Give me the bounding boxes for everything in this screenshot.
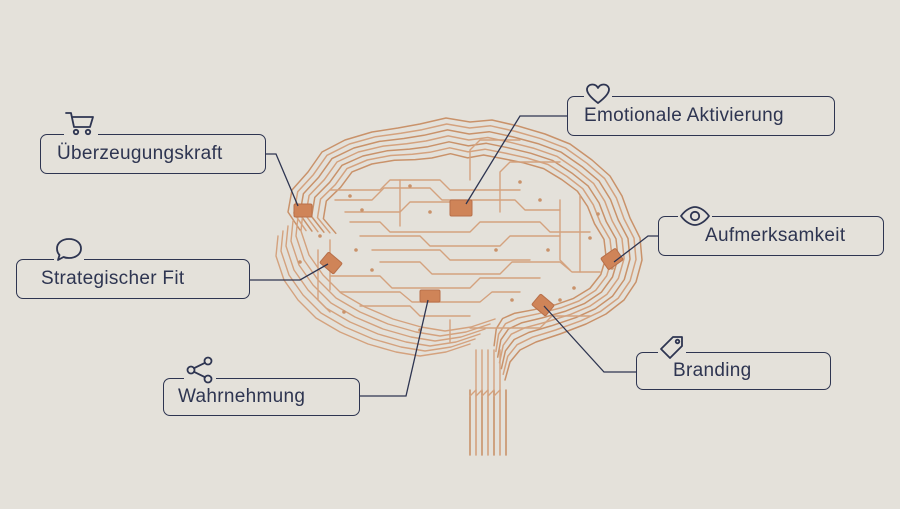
- shopping-cart-icon: [64, 110, 98, 138]
- connector-branding: [543, 305, 636, 373]
- circuit-lane: [317, 249, 331, 313]
- circuit-lane: [329, 275, 541, 289]
- circuit-node: [342, 310, 346, 314]
- circuit-node: [354, 248, 358, 252]
- circuit-node: [370, 268, 374, 272]
- brain-lobe-trace: [285, 225, 481, 347]
- circuit-lane: [559, 199, 571, 271]
- circuit-node: [408, 184, 412, 188]
- tag-icon: [658, 334, 686, 360]
- connector-wahrnehmung: [360, 299, 429, 397]
- chip-aufmerksamkeit: [600, 248, 624, 270]
- circuit-node: [428, 210, 432, 214]
- connector-ueberzeugungskraft: [266, 153, 299, 207]
- brain-contour-trace: [310, 141, 619, 358]
- circuit-lane: [344, 201, 461, 213]
- brain-lobe-trace: [280, 230, 476, 352]
- circuit-lane: [329, 179, 521, 191]
- label-aufmerksamkeit[interactable]: Aufmerksamkeit: [658, 216, 884, 256]
- circuit-lane: [499, 161, 561, 213]
- brain-stem-trace: [487, 349, 495, 397]
- brain-stem-trace: [481, 349, 489, 397]
- brain-lobe-trace: [290, 220, 486, 342]
- brain-contour-trace: [293, 123, 637, 376]
- circuit-lane: [371, 249, 531, 261]
- label-ueberzeugungskraft-text: Überzeugungskraft: [57, 143, 223, 164]
- brain-stem-trace: [493, 349, 501, 397]
- heart-icon: [584, 82, 612, 106]
- circuit-lane: [469, 139, 521, 181]
- circuit-lane: [349, 221, 591, 233]
- circuit-node: [572, 286, 576, 290]
- chip-wahrnehmung: [419, 289, 441, 303]
- label-branding[interactable]: Branding: [636, 352, 831, 390]
- label-strategischer-fit[interactable]: Strategischer Fit: [16, 259, 250, 299]
- speech-bubble-icon: [54, 236, 84, 264]
- circuit-node: [318, 234, 322, 238]
- circuit-node: [494, 248, 498, 252]
- chip-strategischer-fit: [319, 251, 343, 275]
- brain-stem-trace: [475, 349, 483, 397]
- circuit-lane: [469, 315, 591, 329]
- share-nodes-icon: [184, 356, 216, 384]
- brain-contour-trace: [316, 147, 613, 353]
- circuit-node: [298, 260, 302, 264]
- circuit-lane: [359, 305, 471, 317]
- chip-ueberzeugungskraft: [293, 203, 313, 218]
- label-wahrnehmung[interactable]: Wahrnehmung: [163, 378, 360, 416]
- circuit-lane: [334, 187, 561, 211]
- circuit-node: [596, 212, 600, 216]
- circuit-node: [518, 180, 522, 184]
- circuit-node: [360, 208, 364, 212]
- circuit-node: [588, 236, 592, 240]
- connector-strategischer-fit: [250, 263, 329, 281]
- brain-contour-trace: [304, 135, 625, 364]
- circuit-node: [538, 198, 542, 202]
- circuit-node: [510, 298, 514, 302]
- circuit-lane: [379, 261, 601, 275]
- brain-lobe-trace: [295, 215, 491, 337]
- brain-stem-trace: [469, 349, 477, 397]
- circuit-node: [546, 248, 550, 252]
- brain-contour-trace: [299, 129, 631, 370]
- label-aufmerksamkeit-text: Aufmerksamkeit: [705, 225, 846, 246]
- label-emotionale-aktivierung[interactable]: Emotionale Aktivierung: [567, 96, 835, 136]
- chip-emotionale-aktivierung: [449, 199, 473, 217]
- circuit-node: [558, 298, 562, 302]
- label-strategischer-fit-text: Strategischer Fit: [41, 268, 185, 289]
- circuit-lane: [339, 291, 521, 303]
- eye-icon: [678, 205, 712, 227]
- brain-lobe-trace: [275, 235, 471, 357]
- circuit-lane: [359, 235, 561, 247]
- label-emotionale-aktivierung-text: Emotionale Aktivierung: [584, 105, 784, 126]
- connector-emotionale-aktivierung: [465, 115, 567, 205]
- brain-lobe-trace: [300, 210, 496, 332]
- circuit-node: [348, 194, 352, 198]
- label-ueberzeugungskraft[interactable]: Überzeugungskraft: [40, 134, 266, 174]
- label-wahrnehmung-text: Wahrnehmung: [178, 386, 306, 407]
- label-branding-text: Branding: [673, 360, 752, 381]
- connector-aufmerksamkeit: [613, 235, 658, 263]
- brain-contour-trace: [287, 117, 643, 381]
